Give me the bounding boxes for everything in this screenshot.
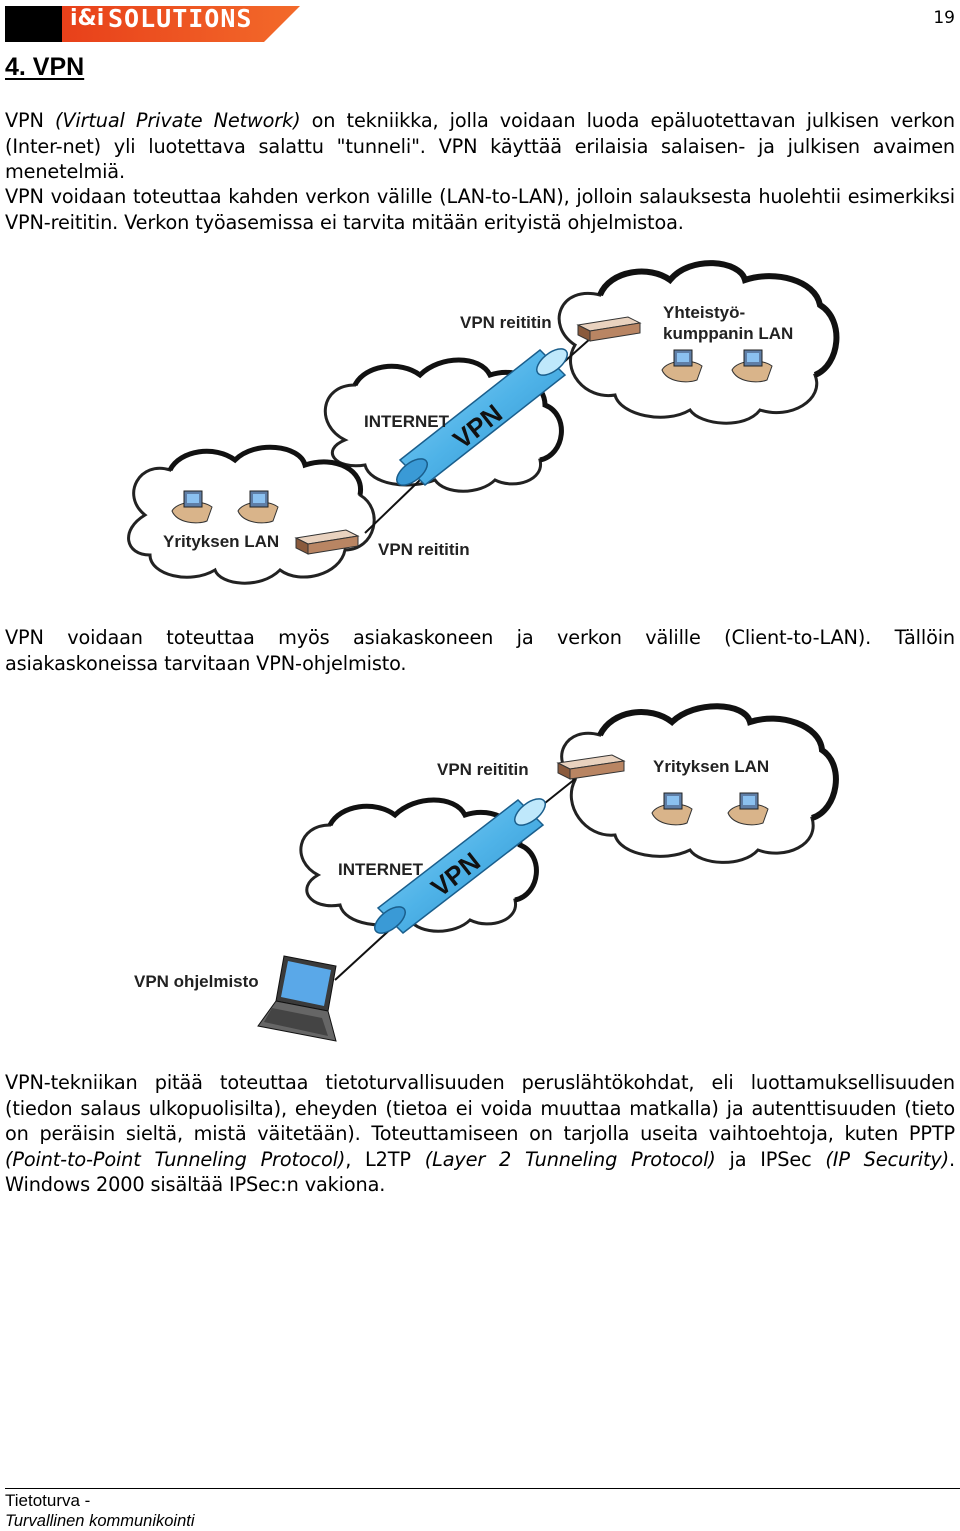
router-bottom — [294, 529, 360, 555]
lan-to-lan-diagram: VPN VPN reititin Yhteistyö- kumppanin LA… — [127, 260, 840, 585]
footer-divider — [5, 1488, 960, 1489]
footer-subtitle: Turvallinen kommunikointi — [5, 1512, 195, 1530]
workstation-icon — [651, 792, 693, 826]
footer-title: Tietoturva - — [5, 1491, 91, 1510]
text-segment: VPN voidaan toteuttaa myös asiakaskoneen… — [5, 626, 955, 675]
workstation-icon — [171, 490, 213, 524]
router-bottom-label: VPN reititin — [378, 540, 470, 559]
text-segment: ja IPSec — [715, 1147, 826, 1171]
italic-term: (Layer 2 Tunneling Protocol) — [424, 1147, 716, 1171]
company-lan-cloud — [560, 703, 839, 864]
text-segment: VPN voidaan toteuttaa kahden verkon väli… — [5, 185, 955, 234]
client-label: VPN ohjelmisto — [134, 972, 259, 991]
laptop-icon — [257, 955, 337, 1042]
paragraph-lan-to-lan: VPN voidaan toteuttaa kahden verkon väli… — [5, 184, 955, 235]
italic-term: (Virtual Private Network) — [54, 109, 301, 132]
router — [556, 754, 626, 780]
workstation-icon — [661, 349, 703, 383]
paragraph-security-requirements: VPN-tekniikan pitää toteuttaa tietoturva… — [5, 1070, 955, 1198]
paragraph-intro: VPN (Virtual Private Network) on tekniik… — [5, 108, 955, 185]
paragraph-client-to-lan: VPN voidaan toteuttaa myös asiakaskoneen… — [5, 625, 955, 676]
router-top — [576, 316, 642, 342]
italic-term: (Point-to-Point Tunneling Protocol) — [5, 1147, 346, 1171]
workstation-icon — [727, 792, 769, 826]
partner-lan-cloud — [557, 260, 840, 425]
logo-black-block — [5, 6, 67, 42]
internet-label: INTERNET — [338, 860, 424, 879]
router-label: VPN reititin — [437, 760, 529, 779]
company-lan-label: Yrityksen LAN — [653, 757, 769, 776]
text-segment: on tekniikka, jolla voidaan luoda epäluo… — [5, 109, 955, 183]
section-heading: 4. VPN — [5, 53, 85, 81]
partner-lan-label-line2: kumppanin LAN — [663, 324, 793, 343]
italic-term: (IP Security) — [825, 1147, 950, 1171]
logo-orange-band — [62, 6, 300, 42]
link-line-bottom — [364, 479, 421, 534]
text-segment: VPN — [5, 109, 55, 132]
text-segment: VPN-tekniikan pitää toteuttaa tietoturva… — [5, 1071, 955, 1145]
partner-lan-label-line1: Yhteistyö- — [663, 303, 745, 322]
page-number: 19 — [933, 8, 955, 28]
logo-text: SOLUTIONS — [108, 4, 253, 33]
text-segment: , L2TP — [345, 1147, 425, 1171]
client-to-lan-diagram: VPN VPN reititin Yrityksen LAN INTERNET … — [134, 703, 839, 1042]
internet-label: INTERNET — [364, 412, 450, 431]
workstation-icon — [731, 349, 773, 383]
logo-prefix: i&i — [70, 6, 105, 31]
router-top-label: VPN reititin — [460, 313, 552, 332]
company-lan-label: Yrityksen LAN — [163, 532, 279, 551]
link-line-bottom — [334, 924, 396, 981]
text-segment: . Windows 2000 sisältää IPSec:n vakiona. — [5, 1147, 955, 1197]
logo: i&i SOLUTIONS — [0, 0, 300, 44]
workstation-icon — [237, 490, 279, 524]
